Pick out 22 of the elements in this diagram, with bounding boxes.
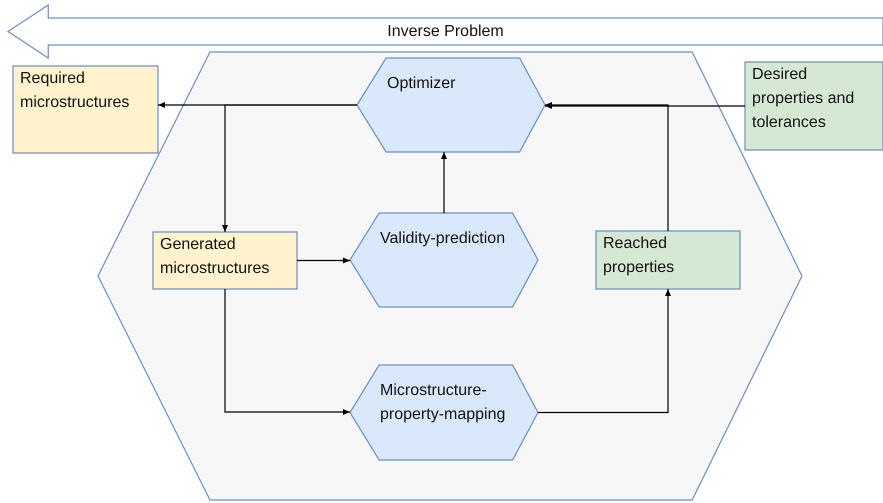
process-box [153,232,297,289]
arrow [297,258,350,264]
process-box [596,231,740,289]
node-label: Optimizer [387,75,456,92]
arrow [222,104,357,232]
node-label: Desired properties and tolerances [752,66,854,131]
arrow [224,289,350,415]
node-label: Reached properties [603,235,674,276]
node-label: Validity-prediction [380,230,506,247]
node-label: Generated microstructures [160,236,270,277]
process-hexagon [350,365,538,460]
node-label: Microstructure-property-mapping [380,382,506,423]
process-box [745,62,883,150]
hollow-arrow [8,5,883,58]
process-hexagon [350,213,538,307]
node-label: Required microstructures [20,70,130,111]
arrow [538,289,671,414]
node-label: Inverse Problem [387,22,504,42]
process-box [13,66,158,153]
arrow [545,103,745,109]
arrow [441,152,447,213]
arrow [545,102,669,231]
